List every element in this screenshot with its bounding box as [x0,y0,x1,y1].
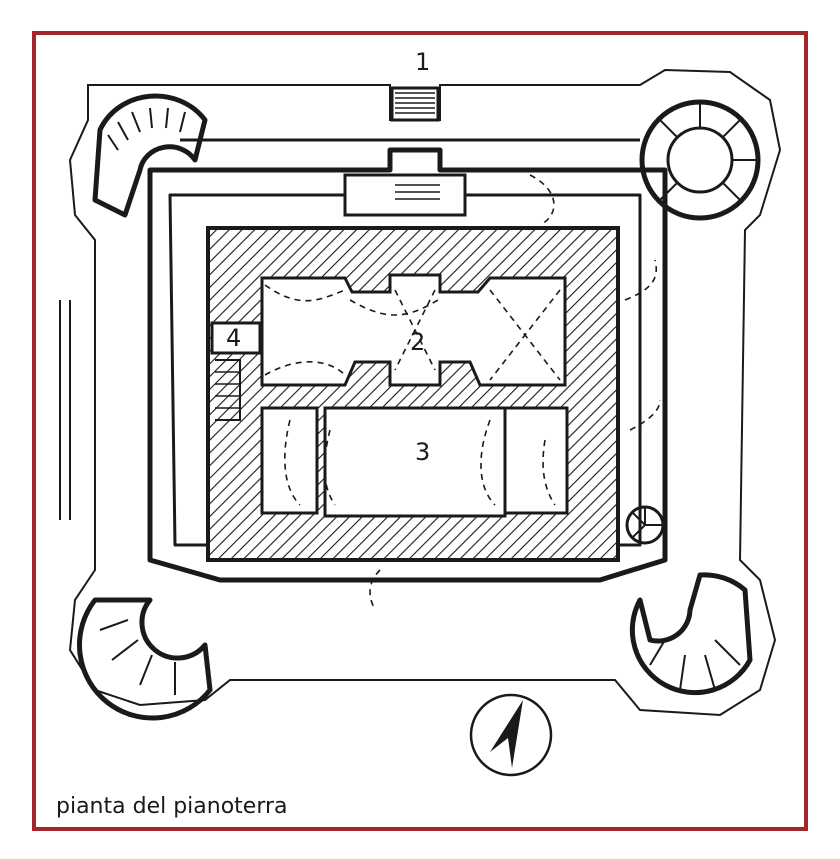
tower-south-west [76,597,213,721]
entrance-bridge [343,86,467,217]
vault-lines [264,174,661,611]
label-room-3: 3 [415,438,430,466]
central-keep [206,226,620,562]
curtain-wall [147,138,668,583]
tower-north-east [639,99,761,221]
moat-outline [59,68,782,717]
spiral-stair [625,505,665,545]
plan-caption: pianta del pianoterra [56,794,288,819]
frame-border [32,31,808,831]
label-room-2: 2 [410,328,425,356]
label-room-4: 4 [226,324,241,352]
tower-south-east [629,572,753,696]
north-arrow-icon [469,693,553,777]
tower-north-west [92,93,208,218]
label-entrance: 1 [415,48,430,76]
